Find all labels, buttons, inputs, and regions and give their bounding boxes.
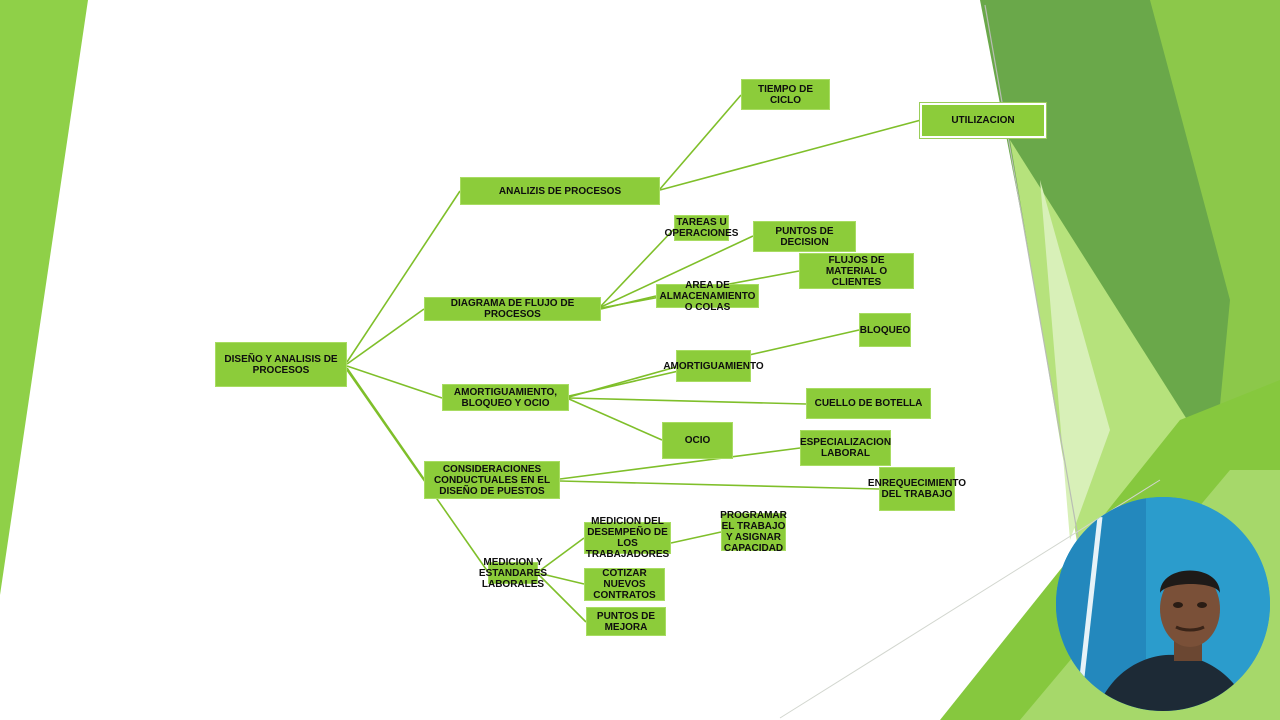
leaf-amortiguamiento: AMORTIGUAMIENTO xyxy=(676,350,751,382)
leaf-medicion-desempeno: MEDICION DEL DESEMPEÑO DE LOS TRABAJADOR… xyxy=(584,522,671,554)
root-node: DISEÑO Y ANALISIS DE PROCESOS xyxy=(215,342,347,387)
leaf-puntos-decision: PUNTOS DE DECISION xyxy=(753,221,856,252)
leaf-area-almacenamiento: AREA DE ALMACENAMIENTO O COLAS xyxy=(656,284,759,308)
leaf-cotizar-contratos: COTIZAR NUEVOS CONTRATOS xyxy=(584,568,665,601)
leaf-programar-trabajo: PROGRAMAR EL TRABAJO Y ASIGNAR CAPACIDAD xyxy=(721,513,786,551)
branch-amortiguamiento: AMORTIGUAMIENTO, BLOQUEO Y OCIO xyxy=(442,384,569,411)
leaf-especializacion: ESPECIALIZACION LABORAL xyxy=(800,430,891,466)
branch-consideraciones: CONSIDERACIONES CONDUCTUALES EN EL DISEÑ… xyxy=(424,461,560,499)
leaf-ocio: OCIO xyxy=(662,422,733,459)
leaf-enriquecimiento: ENREQUECIMIENTO DEL TRABAJO xyxy=(879,467,955,511)
leaf-tiempo-ciclo: TIEMPO DE CICLO xyxy=(741,79,830,110)
branch-analisis-procesos: ANALIZIS DE PROCESOS xyxy=(460,177,660,205)
leaf-tareas-operaciones: TAREAS U OPERACIONES xyxy=(674,215,729,241)
left-green-band xyxy=(0,0,88,595)
leaf-utilizacion: UTILIZACION xyxy=(920,103,1046,138)
branch-medicion: MEDICION Y ESTANDARES LABORALES xyxy=(488,562,538,584)
presenter-webcam xyxy=(1056,497,1270,711)
branch-diagrama-flujo: DIAGRAMA DE FLUJO DE PROCESOS xyxy=(424,297,601,321)
leaf-bloqueo: BLOQUEO xyxy=(859,313,911,347)
leaf-cuello-botella: CUELLO DE BOTELLA xyxy=(806,388,931,419)
presenter-webcam-icon xyxy=(1056,497,1270,711)
leaf-flujos-material: FLUJOS DE MATERIAL O CLIENTES xyxy=(799,253,914,289)
leaf-puntos-mejora: PUNTOS DE MEJORA xyxy=(586,607,666,636)
